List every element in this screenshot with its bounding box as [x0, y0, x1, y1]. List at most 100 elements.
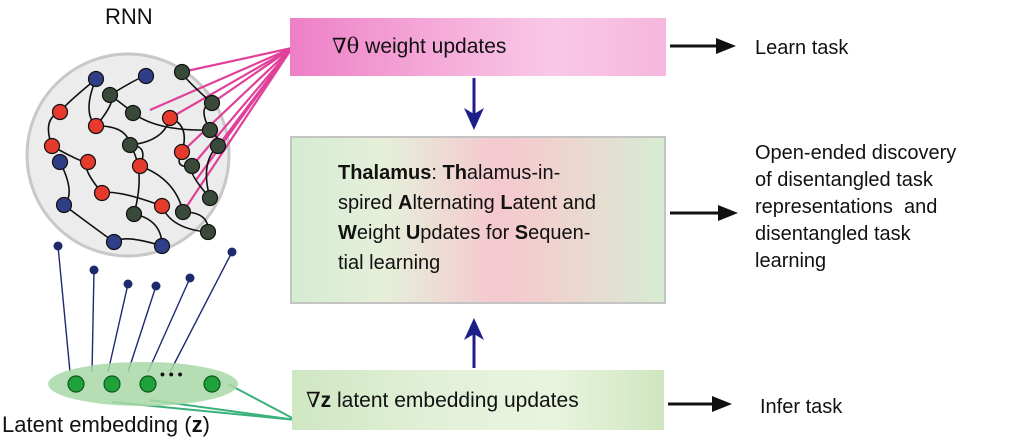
thalamus-text-segment: A: [398, 192, 413, 214]
latent-z: z: [320, 389, 332, 412]
thalamus-description: Thalamus: Thalamus-in-spired Alternating…: [338, 158, 596, 278]
latent-nabla: ∇: [306, 388, 321, 412]
rnn-node: [51, 103, 69, 121]
rnn-node: [87, 70, 105, 88]
input-connection: [91, 269, 95, 373]
discovery-line: Open-ended discovery: [755, 142, 957, 164]
thalamus-text-segment: alamus-in-: [466, 162, 561, 184]
thalamus-line: Thalamus: Thalamus-in-: [338, 158, 596, 188]
weight-text: weight updates: [359, 35, 507, 58]
rnn-node: [201, 121, 219, 139]
learn-task-label: Learn task: [755, 37, 849, 59]
weight-projection-line: [149, 46, 293, 112]
arrow-learn-task: [670, 38, 736, 54]
rnn-node: [209, 137, 227, 155]
rnn-node: [51, 153, 69, 171]
rnn-node: [173, 63, 191, 81]
input-node: [89, 265, 99, 275]
latent-embedding-label: Latent embedding (z): [2, 412, 210, 438]
weight-updates-box: ∇θ weight updates: [290, 18, 666, 76]
latent-dot: [103, 375, 121, 393]
thalamus-text-segment: eight: [356, 222, 406, 244]
input-connection: [169, 251, 233, 373]
thalamus-text-segment: equen-: [528, 222, 591, 244]
rnn-node: [93, 184, 111, 202]
latent-updates-box: ∇z latent embedding updates: [292, 370, 664, 430]
rnn-node: [79, 153, 97, 171]
rnn-node: [174, 203, 192, 221]
discovery-line: disentangled task: [755, 223, 911, 245]
latent-label-symbol: z: [191, 412, 203, 437]
weight-projection-line: [211, 47, 293, 104]
rnn-node: [43, 137, 61, 155]
arrow-infer-task: [668, 396, 732, 412]
rnn-node: [131, 157, 149, 175]
input-node: [53, 241, 63, 251]
input-connection: [147, 277, 191, 373]
thalamus-text-segment: Th: [442, 162, 467, 184]
input-connection: [107, 283, 129, 373]
input-connection: [57, 245, 71, 373]
thalamus-text-segment: lternating: [412, 192, 501, 214]
arrow-discovery: [670, 205, 738, 221]
input-connections: [53, 241, 237, 373]
thalamus-text-segment: W: [338, 222, 357, 244]
input-node: [123, 279, 133, 289]
infer-task-label: Infer task: [760, 396, 843, 418]
discovery-label: Open-ended discovery of disentangled tas…: [755, 140, 956, 275]
thalamus-text-segment: pdates for: [420, 222, 515, 244]
rnn-node: [203, 94, 221, 112]
thalamus-line: spired Alternating Latent and: [338, 188, 596, 218]
rnn-node: [183, 157, 201, 175]
thalamus-text-segment: atent and: [512, 192, 596, 214]
thalamus-text-segment: spired: [338, 192, 399, 214]
thalamus-text-segment: L: [500, 192, 513, 214]
rnn-node: [87, 117, 105, 135]
weight-projection-line: [181, 47, 293, 153]
latent-dot: [139, 375, 157, 393]
input-node: [185, 273, 195, 283]
weight-projection-line: [195, 47, 293, 181]
weight-symbol: ∇θ: [332, 34, 360, 58]
latent-updates-text: latent embedding updates: [331, 389, 579, 412]
weight-projection-line: [191, 47, 293, 167]
arrow-weight-to-thalamus: [464, 78, 484, 130]
rnn-nodes: [43, 63, 227, 255]
input-node: [151, 281, 161, 291]
weight-projection-line: [169, 47, 293, 119]
rnn-node: [201, 189, 219, 207]
weight-projection-line: [181, 46, 293, 74]
latent-dot: [203, 375, 221, 393]
input-connection: [127, 285, 157, 373]
thalamus-text-segment: U: [405, 222, 421, 244]
rnn-node: [55, 196, 73, 214]
discovery-line: of disentangled task: [755, 169, 933, 191]
latent-embedding-dots: [67, 375, 221, 393]
thalamus-text-segment: S: [514, 222, 529, 244]
arrow-latent-to-thalamus: [464, 318, 484, 368]
rnn-node: [101, 86, 119, 104]
latent-dot: [67, 375, 85, 393]
thalamus-text-segment: :: [431, 162, 443, 184]
rnn-node: [199, 223, 217, 241]
latent-label-suffix: ): [202, 412, 210, 437]
discovery-line: representations and: [755, 196, 938, 218]
thalamus-text-segment: Thalamus: [338, 162, 432, 184]
weight-projection-lines: [149, 46, 293, 213]
weight-projection-line: [182, 47, 293, 213]
discovery-line: learning: [755, 250, 827, 272]
input-node: [227, 247, 237, 257]
rnn-label: RNN: [105, 4, 153, 29]
thalamus-line: tial learning: [338, 248, 596, 278]
thalamus-line: Weight Updates for Sequen-: [338, 218, 596, 248]
thalamus-text-segment: tial learning: [338, 252, 441, 274]
rnn-node: [125, 205, 143, 223]
thalamus-box: Thalamus: Thalamus-in-spired Alternating…: [290, 136, 666, 304]
rnn-node: [153, 197, 171, 215]
rnn-node: [173, 143, 191, 161]
rnn-node: [124, 104, 142, 122]
rnn-node: [121, 136, 139, 154]
rnn-node: [137, 67, 155, 85]
